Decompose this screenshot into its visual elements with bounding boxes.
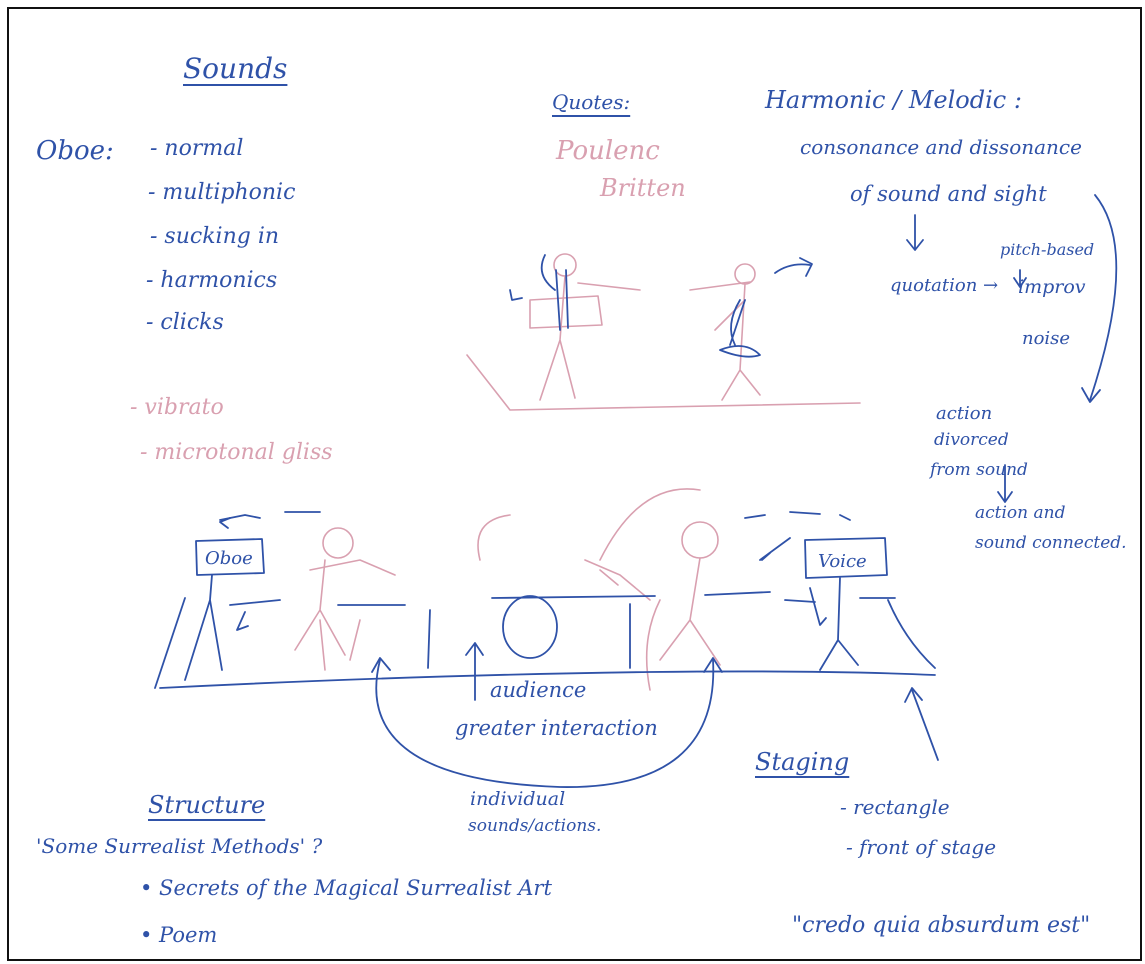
structure-bullet: • Poem bbox=[140, 923, 218, 947]
action-line: from sound bbox=[930, 460, 1028, 480]
sound-item: - normal bbox=[150, 136, 244, 161]
sound-item-pencil: - vibrato bbox=[130, 395, 224, 420]
action-connected-line: sound connected. bbox=[975, 533, 1127, 553]
sound-item: - harmonics bbox=[146, 268, 278, 293]
harmonic-heading: Harmonic / Melodic : bbox=[765, 86, 1022, 114]
individual-line: individual bbox=[470, 788, 566, 810]
pitch-based-label: pitch-based bbox=[1000, 240, 1095, 259]
staging-heading: Staging bbox=[755, 748, 850, 776]
harmonic-line: of sound and sight bbox=[850, 182, 1047, 206]
action-line: divorced bbox=[934, 430, 1009, 450]
structure-bullet: • Secrets of the Magical Surrealist Art bbox=[140, 876, 552, 900]
staging-item: - rectangle bbox=[840, 795, 950, 819]
sound-item: - multiphonic bbox=[148, 180, 296, 205]
voice-box-label: Voice bbox=[818, 551, 867, 572]
sound-item: - sucking in bbox=[150, 224, 280, 249]
harmonic-line: consonance and dissonance bbox=[800, 135, 1082, 159]
structure-heading: Structure bbox=[148, 791, 266, 819]
oboe-box-label: Oboe bbox=[205, 548, 253, 569]
credo-quote: "credo quia absurdum est" bbox=[792, 913, 1091, 938]
sound-item: - clicks bbox=[146, 310, 224, 335]
oboe-label: Oboe: bbox=[36, 136, 114, 166]
sketch-page bbox=[7, 7, 1142, 961]
quotes-heading: Quotes: bbox=[552, 90, 631, 114]
improv-label: improv bbox=[1018, 276, 1086, 298]
sounds-heading: Sounds bbox=[183, 52, 288, 85]
quote-name: Britten bbox=[600, 174, 686, 202]
sound-item-pencil: - microtonal gliss bbox=[140, 440, 333, 465]
structure-question: 'Some Surrealist Methods' ? bbox=[36, 834, 323, 858]
action-connected-line: action and bbox=[975, 503, 1066, 523]
quote-name: Poulenc bbox=[556, 136, 660, 166]
staging-item: - front of stage bbox=[846, 835, 997, 859]
audience-label: audience bbox=[490, 678, 587, 702]
noise-label: noise bbox=[1022, 328, 1071, 349]
quotation-label: quotation → bbox=[890, 275, 999, 296]
greater-interaction-label: greater interaction bbox=[455, 716, 658, 740]
action-line: action bbox=[936, 403, 993, 424]
individual-line: sounds/actions. bbox=[468, 816, 602, 836]
